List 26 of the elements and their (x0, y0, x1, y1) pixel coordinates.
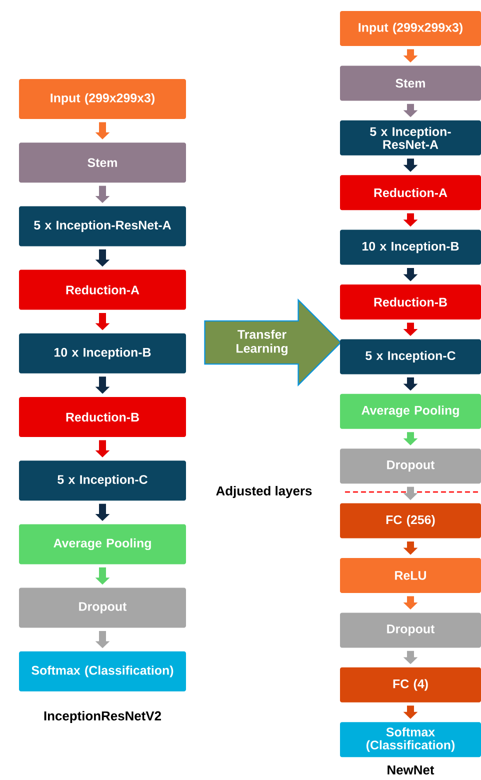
layer-box: Input (299x299x3) (340, 11, 481, 46)
layer-box: Stem (19, 142, 186, 183)
layer-box: Reduction-B (340, 284, 481, 320)
layer-box: Reduction-B (19, 397, 186, 437)
adjusted-layers-label: Adjusted layers (216, 486, 312, 498)
layer-box: Input (299x299x3) (19, 79, 186, 119)
layer-box: FC (256) (340, 503, 481, 538)
layer-box: 10 x Inception-B (340, 230, 481, 265)
layer-box: Softmax (Classification) (340, 722, 481, 758)
layer-box: Reduction-A (340, 175, 481, 210)
layer-box: Dropout (340, 612, 481, 648)
layer-box: Dropout (19, 588, 186, 628)
layer-box: 5 x Inception-C (340, 339, 481, 374)
network-title: InceptionResNetV2 (44, 710, 161, 724)
layer-box: Average Pooling (340, 394, 481, 429)
layer-box: Stem (340, 66, 481, 101)
layer-box: 5 x Inception-ResNet-A (340, 120, 481, 156)
layer-box: 10 x Inception-B (19, 333, 186, 374)
layer-box: FC (4) (340, 667, 481, 702)
layer-box: Softmax (Classification) (19, 651, 186, 692)
layer-box: Reduction-A (19, 270, 186, 310)
layer-box: ReLU (340, 558, 481, 593)
layer-box: Average Pooling (19, 524, 186, 564)
layer-box: Dropout (340, 448, 481, 484)
layer-box: 5 x Inception-ResNet-A (19, 206, 186, 246)
layer-box: 5 x Inception-C (19, 460, 186, 501)
